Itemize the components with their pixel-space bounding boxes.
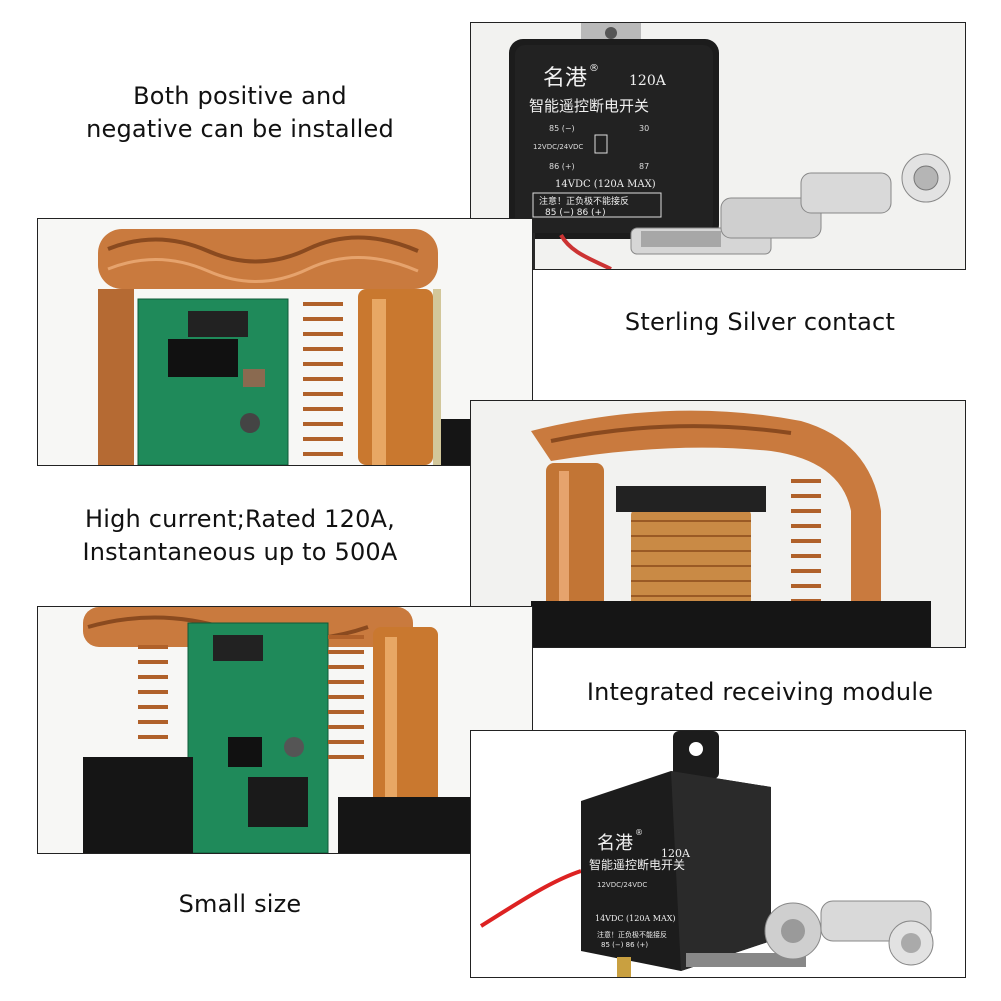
- caption-polarity: Both positive and negative can be instal…: [86, 82, 394, 143]
- relay-top-illustration: 名港 ® 120A 智能遥控断电开关 85 (−) 30 12VDC/24VDC…: [471, 23, 965, 269]
- photo-relay-top: 名港 ® 120A 智能遥控断电开关 85 (−) 30 12VDC/24VDC…: [470, 22, 966, 270]
- relay2-terminals-text: 85 (−) 86 (+): [601, 941, 648, 949]
- photo-pcb-upper: [37, 218, 533, 466]
- terminals-text: 85 (−) 86 (+): [545, 208, 606, 218]
- caption-high-current: High current;Rated 120A, Instantaneous u…: [82, 505, 398, 566]
- pcb-upper-illustration: [38, 219, 532, 465]
- registered-mark: ®: [589, 63, 599, 74]
- warning-text: 注意！正负极不能接反: [539, 195, 629, 207]
- photo-relay-clamp: 名港 ® 120A 智能遥控断电开关 12VDC/24VDC 14VDC (12…: [470, 730, 966, 978]
- relay2-brand-text: 名港: [597, 833, 633, 854]
- coil-voltage-text: 12VDC/24VDC: [533, 143, 583, 151]
- relay2-rating-text: 120A: [661, 847, 691, 860]
- relay-brand-text: 名港: [543, 66, 587, 91]
- coil-illustration: [471, 401, 965, 647]
- pin87-text: 87: [639, 162, 649, 171]
- caption-silver-contact: Sterling Silver contact: [624, 308, 896, 336]
- caption-small-size: Small size: [178, 890, 302, 918]
- pcb-lower-illustration: [38, 607, 532, 853]
- relay2-spec-text: 14VDC (120A MAX): [595, 914, 676, 923]
- relay2-warning-text: 注意！正负极不能接反: [597, 930, 667, 939]
- relay-clamp-illustration: 名港 ® 120A 智能遥控断电开关 12VDC/24VDC 14VDC (12…: [471, 731, 965, 977]
- pin30-text: 30: [639, 124, 649, 133]
- caption-receiving-module: Integrated receiving module: [586, 678, 934, 706]
- relay-name-text: 智能遥控断电开关: [529, 97, 649, 115]
- pin85-text: 85 (−): [549, 124, 575, 133]
- pin86-text: 86 (+): [549, 162, 575, 171]
- relay-rating-text: 120A: [629, 73, 667, 89]
- relay2-coil-voltage: 12VDC/24VDC: [597, 881, 647, 889]
- spec-text: 14VDC (120A MAX): [555, 179, 656, 190]
- photo-pcb-lower: [37, 606, 533, 854]
- relay2-registered-mark: ®: [635, 828, 643, 837]
- relay2-name-text: 智能遥控断电开关: [589, 857, 685, 872]
- photo-coil: [470, 400, 966, 648]
